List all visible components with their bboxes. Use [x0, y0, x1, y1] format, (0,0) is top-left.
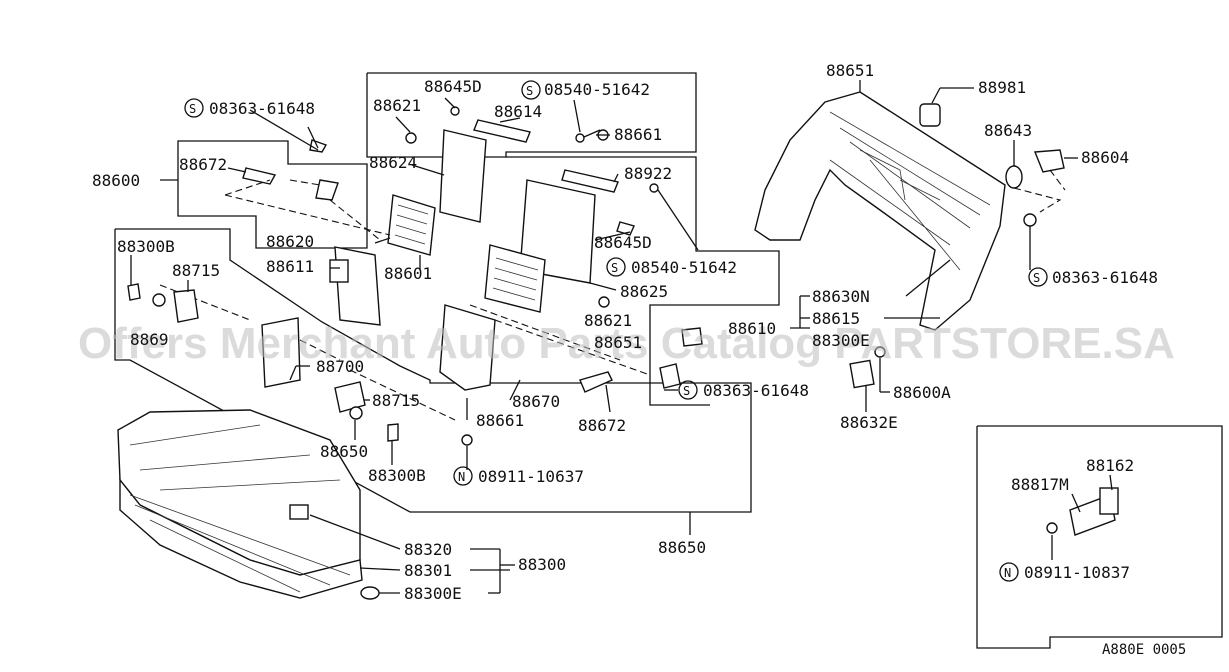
label-08363-b: 08363-61648	[1052, 268, 1158, 287]
svg-text:S: S	[1033, 271, 1040, 285]
svg-text:N: N	[458, 470, 465, 484]
label-88621-a: 88621	[373, 96, 421, 115]
part-labels: 88651 88981 88643 88604 88645D S 08540-5…	[92, 61, 1186, 658]
label-88651: 88651	[826, 61, 874, 80]
label-08911-b: 08911-10837	[1024, 563, 1130, 582]
label-88301: 88301	[404, 561, 452, 580]
leader-lines	[130, 80, 1113, 594]
svg-text:S: S	[526, 84, 533, 98]
group-box-right-panel	[506, 156, 780, 406]
diagram-code: A880E 0005	[1102, 642, 1186, 658]
label-88661-a: 88661	[614, 125, 662, 144]
speaker-88610-shape	[484, 244, 546, 313]
label-88645d-b: 88645D	[594, 233, 652, 252]
label-88300b-b: 88300B	[368, 466, 426, 485]
label-88715-b: 88715	[372, 391, 420, 410]
group-box-armrest	[177, 140, 368, 249]
label-88300b-a: 88300B	[117, 237, 175, 256]
bracket-88922-shape	[561, 169, 619, 193]
label-88981: 88981	[978, 78, 1026, 97]
pad-88632E-shape	[849, 359, 875, 389]
screw-08363-right-shape	[1023, 213, 1037, 227]
label-88650-a: 88650	[320, 442, 368, 461]
seat-back-88651-shape	[754, 91, 1006, 331]
label-88645d-a: 88645D	[424, 77, 482, 96]
group-box-back-upper	[366, 72, 697, 158]
label-88715-a: 88715	[172, 261, 220, 280]
label-88661-b: 88661	[476, 411, 524, 430]
label-88611: 88611	[266, 257, 314, 276]
label-88670: 88670	[512, 392, 560, 411]
label-08911-a: 08911-10637	[478, 467, 584, 486]
speaker-88601-shape	[387, 194, 436, 256]
inset-latch-shape	[1046, 487, 1119, 536]
svg-text:S: S	[189, 102, 196, 116]
label-88604: 88604	[1081, 148, 1129, 167]
cover-88672b-shape	[579, 371, 613, 393]
label-88614: 88614	[494, 102, 542, 121]
svg-text:S: S	[611, 261, 618, 275]
label-88672-a: 88672	[179, 155, 227, 174]
label-88621-b: 88621	[584, 311, 632, 330]
label-88624: 88624	[369, 153, 417, 172]
cover-88672-shape	[242, 167, 277, 185]
label-88651-b: 88651	[594, 333, 642, 352]
clip-88621-shape	[405, 132, 417, 144]
svg-text:N: N	[1004, 566, 1011, 580]
label-88300e: 88300E	[404, 584, 462, 603]
pad-88700-shape	[261, 317, 301, 388]
group-box-88650	[114, 228, 752, 513]
label-88162: 88162	[1086, 456, 1134, 475]
seat-cushion-88300-shape	[117, 409, 363, 599]
armrest-88620-shape	[334, 246, 381, 326]
label-88600a: 88600A	[893, 383, 951, 402]
label-08540-a: 08540-51642	[544, 80, 650, 99]
label-88300: 88300	[518, 555, 566, 574]
label-88817m: 88817M	[1011, 475, 1069, 494]
label-88600: 88600	[92, 171, 140, 190]
label-88300e-partial: 88300E	[812, 331, 870, 350]
clip-88981-shape	[919, 87, 974, 127]
grommet-88300E-shape	[360, 586, 380, 600]
panel-88624-shape	[439, 129, 487, 223]
label-88650-b: 88650	[658, 538, 706, 557]
label-08540-b: 08540-51642	[631, 258, 737, 277]
label-88320: 88320	[404, 540, 452, 559]
label-88625: 88625	[620, 282, 668, 301]
label-88643: 88643	[984, 121, 1032, 140]
label-88620: 88620	[266, 232, 314, 251]
label-08363-c: 08363-61648	[703, 381, 809, 400]
label-88610: 88610	[728, 319, 776, 338]
bracket-88614-shape	[473, 119, 531, 143]
hinge-88715b-shape	[334, 381, 366, 413]
label-08363-a: 08363-61648	[209, 99, 315, 118]
label-88672-b: 88672	[578, 416, 626, 435]
label-88615: 88615	[812, 309, 860, 328]
part-88643-shape	[1005, 165, 1023, 189]
label-88700: 88700	[316, 357, 364, 376]
watermark: Offers Merchant Auto Parts Catalog PARTS…	[78, 319, 1175, 368]
label-partial-8869: 8869	[130, 330, 169, 349]
label-88922: 88922	[624, 164, 672, 183]
part-88604-shape	[1033, 149, 1065, 173]
inset-box	[976, 425, 1223, 649]
hinge-88715-shape	[173, 289, 199, 323]
panel-88670-shape	[439, 304, 496, 391]
svg-text:S: S	[683, 384, 690, 398]
label-88601: 88601	[384, 264, 432, 283]
label-88632e: 88632E	[840, 413, 898, 432]
label-88630n: 88630N	[812, 287, 870, 306]
